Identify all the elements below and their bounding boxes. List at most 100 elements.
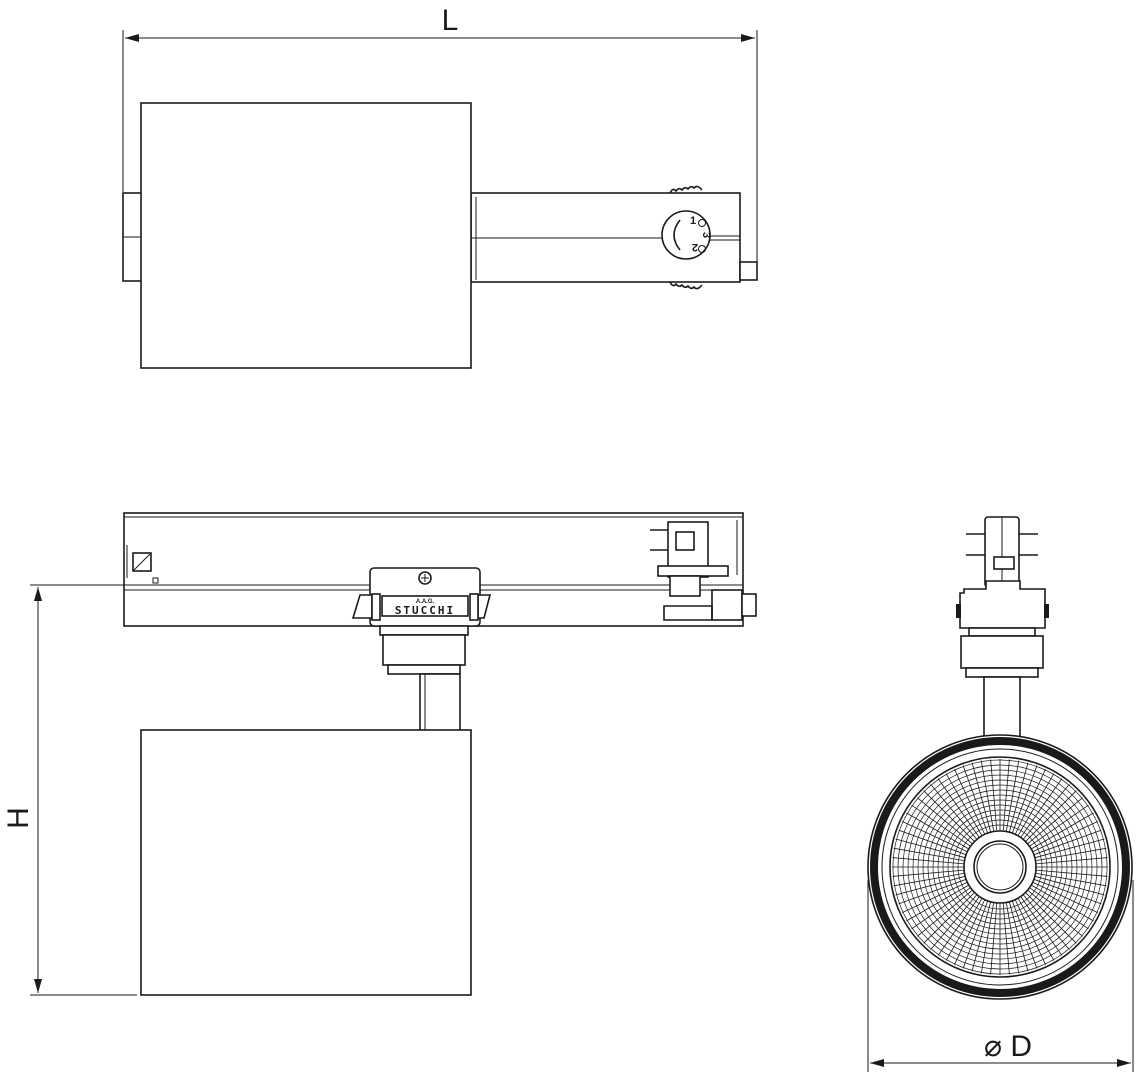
reflector-facet-ring <box>957 824 1043 910</box>
reflector-facet-line <box>1032 881 1100 914</box>
reflector-facet-line <box>1002 902 1010 975</box>
reflector-facet-line <box>904 884 970 923</box>
top-view: L 1 2 3 <box>122 4 758 369</box>
reflector-facet-line <box>1008 760 1029 833</box>
reflector-facet-ring <box>947 814 1053 920</box>
reflector-facet-line <box>1008 901 1029 974</box>
reflector-facet-line <box>1034 838 1107 859</box>
dial-switch[interactable]: 1 2 3 <box>661 210 712 260</box>
reflector-facet-line <box>1034 875 1107 896</box>
reflector-facet-ring <box>912 779 1088 955</box>
knurl-top <box>669 185 703 194</box>
reflector-facet-line <box>892 857 965 865</box>
reflector-facet-ring <box>952 819 1048 915</box>
reflector-facet-line <box>953 899 986 967</box>
reflector-facet-line <box>1002 759 1010 832</box>
front-housing <box>959 580 1046 629</box>
reflector-grid <box>892 759 1108 975</box>
logo-brand: STUCCHI <box>395 604 455 617</box>
reflector-facet-line <box>904 811 970 850</box>
reflector-facet-line <box>900 881 968 914</box>
reflector-facet-line <box>1020 896 1064 958</box>
reflector-facet-line <box>1035 869 1108 877</box>
collar <box>382 634 466 666</box>
notch <box>739 261 758 281</box>
length-label: L <box>442 4 459 37</box>
lamp-body-side <box>140 729 472 996</box>
brand-logo <box>381 595 469 617</box>
side-view: H A.A.G. STUCCHI <box>2 512 757 996</box>
reflector-facet-line <box>980 902 995 975</box>
reflector-facet-line <box>921 788 975 842</box>
reflector-facet-line <box>900 820 968 853</box>
reflector-facet-line <box>1011 763 1038 834</box>
reflector-facet-ring <box>932 799 1068 935</box>
reflector-facet-line <box>896 829 967 856</box>
reflector-facet-line <box>962 763 989 834</box>
height-label: H <box>2 807 35 829</box>
reflector-facet-line <box>921 892 975 946</box>
reflector-facet-line <box>936 896 980 958</box>
dial-position-3: 3 <box>700 232 712 238</box>
front-view: ⌀ D <box>867 516 1134 1072</box>
reflector-facet-line <box>990 902 998 975</box>
reflector-facet-line <box>1030 884 1096 923</box>
reflector-facet-line <box>892 847 965 862</box>
reflector-facet-line <box>1035 847 1108 862</box>
reflector-facet-ring <box>922 789 1078 945</box>
reflector-facet-line <box>1029 803 1091 847</box>
reflector-facet-line <box>892 869 965 877</box>
reflector-facet-ring <box>937 804 1063 930</box>
reflector-facet-line <box>1029 887 1091 931</box>
reflector-facet-line <box>1005 759 1020 832</box>
reflector-facet-line <box>928 782 978 840</box>
reflector-facet-ring <box>902 769 1098 965</box>
reflector-facet-line <box>1005 902 1020 975</box>
reflector-facet-ring <box>897 764 1103 970</box>
reflector-facet-line <box>936 776 980 838</box>
reflector-facet-line <box>1025 788 1079 842</box>
reflector-facet-line <box>893 838 966 859</box>
reflector-facet-line <box>1017 771 1056 837</box>
front-rim <box>870 737 1130 997</box>
reflector-facet-line <box>915 889 973 939</box>
knurl-bottom <box>669 281 703 290</box>
reflector-facet-line <box>1020 776 1064 838</box>
reflector-facet-ring <box>942 809 1058 925</box>
reflector-facet-line <box>928 894 978 952</box>
reflector-facet-line <box>971 901 992 974</box>
dial-position-2: 2 <box>692 241 698 253</box>
reflector-facet-line <box>1035 857 1108 865</box>
reflector-facet-line <box>1027 795 1085 845</box>
reflector-facet-line <box>944 771 983 837</box>
reflector-facet-line <box>944 897 983 963</box>
lamp-body-top <box>140 102 472 369</box>
reflector-facet-line <box>1035 872 1108 887</box>
diameter-label: ⌀ D <box>984 1030 1032 1063</box>
reflector-facet-ring <box>917 784 1083 950</box>
reflector-facet-line <box>971 760 992 833</box>
reflector <box>889 756 1111 978</box>
knurl-gear <box>663 605 713 621</box>
reflector-facet-line <box>1014 899 1047 967</box>
reflector-facet-ring <box>892 759 1108 975</box>
reflector-facet-line <box>909 887 971 931</box>
reflector-facet-line <box>1033 878 1104 905</box>
reflector-facet-line <box>915 795 973 845</box>
reflector-facet-line <box>990 759 998 832</box>
reflector-facet-line <box>953 767 986 835</box>
reflector-facet-line <box>1032 820 1100 853</box>
reflector-facet-line <box>1022 782 1072 840</box>
reflector-facet-line <box>980 759 995 832</box>
reflector-facet-line <box>896 878 967 905</box>
reflector-facet-line <box>1017 897 1056 963</box>
reflector-facet-line <box>892 872 965 887</box>
reflector-facet-line <box>1027 889 1085 939</box>
reflector-facet-line <box>962 900 989 971</box>
dial-position-1: 1 <box>690 215 696 227</box>
reflector-facet-ring <box>927 794 1073 940</box>
reflector-facet-line <box>1033 829 1104 856</box>
reflector-facet-ring <box>907 774 1093 960</box>
